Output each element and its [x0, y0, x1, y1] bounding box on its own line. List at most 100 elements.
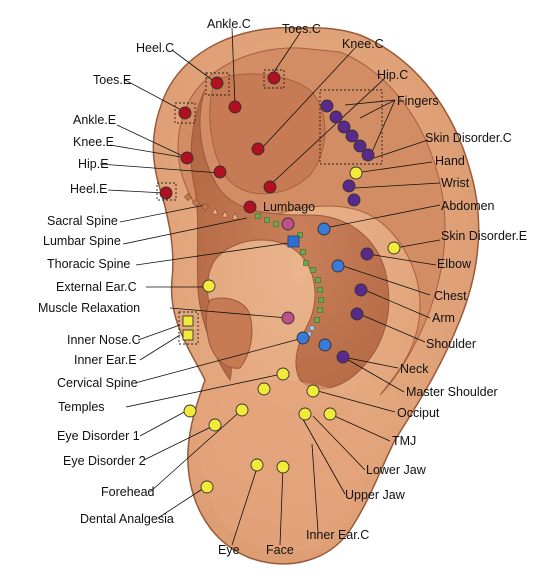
point-purple: [329, 110, 343, 124]
leader-line: [271, 32, 301, 76]
label-cervical-spine: Cervical Spine: [57, 376, 138, 390]
point-red: [159, 186, 173, 200]
label-lower-jaw: Lower Jaw: [366, 463, 426, 477]
point-yellow: [200, 480, 214, 494]
leader-line: [269, 77, 386, 186]
leader-line: [171, 49, 216, 83]
label-skin-disorder-e: Skin Disorder.E: [441, 229, 528, 243]
thoracic-marker: [300, 249, 306, 255]
dashed-box: [156, 182, 177, 201]
leader-line: [299, 413, 346, 495]
point-blue: [318, 338, 332, 352]
dashed-boxes: [156, 69, 383, 345]
point-purple: [353, 139, 367, 153]
thoracic-square-marker: [287, 235, 300, 248]
label-hand: Hand: [435, 154, 465, 168]
label-muscle-relaxation: Muscle Relaxation: [38, 301, 141, 315]
point-yellow: [349, 166, 363, 180]
leader-line: [149, 406, 246, 493]
label-heel-e: Heel.E: [70, 182, 108, 196]
leader-line: [367, 253, 437, 266]
leader-line: [342, 356, 399, 369]
lumbar-marker: [221, 210, 229, 218]
leader-line: [109, 144, 188, 159]
thoracic-marker: [317, 287, 323, 293]
leader-line: [157, 485, 208, 519]
leader-line: [344, 99, 396, 106]
point-purple: [345, 129, 359, 143]
thoracic-marker: [273, 221, 279, 227]
label-arm: Arm: [432, 311, 455, 325]
leader-line: [359, 287, 431, 319]
point-red: [180, 151, 194, 165]
label-wrist: Wrist: [441, 176, 470, 190]
thoracic-marker: [318, 297, 324, 303]
point-purple: [354, 283, 368, 297]
point-yellow: [183, 404, 197, 418]
label-eye-disorder-1: Eye Disorder 1: [57, 429, 140, 443]
point-yellow: [257, 382, 271, 396]
label-fingers: Fingers: [397, 94, 439, 108]
label-lumbar-spine: Lumbar Spine: [43, 234, 121, 248]
leader-line: [339, 264, 431, 296]
thoracic-marker: [315, 277, 321, 283]
point-red: [228, 100, 242, 114]
cervical-marker: [309, 325, 315, 331]
point-red: [210, 76, 224, 90]
leader-line: [134, 337, 304, 384]
thoracic-marker: [255, 213, 261, 219]
point-blue: [317, 222, 331, 236]
leader-line: [359, 99, 396, 119]
point-blue: [296, 331, 310, 345]
leader-line: [135, 241, 296, 266]
point-yellow: [276, 460, 290, 474]
leader-line: [169, 307, 289, 319]
label-external-ear-c: External Ear.C: [56, 280, 137, 294]
point-yellow: [235, 403, 249, 417]
label-inner-ear-c: Inner Ear.C: [306, 528, 370, 542]
point-yellow: [306, 384, 320, 398]
label-neck: Neck: [400, 362, 429, 376]
label-lumbago: Lumbago: [263, 200, 316, 214]
label-hip-c: Hip.C: [377, 68, 409, 82]
leader-line: [122, 217, 248, 245]
label-eye-disorder-2: Eye Disorder 2: [63, 454, 146, 468]
label-hip-e: Hip.E: [78, 157, 109, 171]
leader-line: [342, 356, 405, 393]
label-shoulder: Shoulder: [426, 337, 477, 351]
label-heel-c: Heel.C: [136, 41, 175, 55]
leader-line: [231, 464, 259, 546]
label-abdomen: Abdomen: [441, 199, 495, 213]
label-thoracic-spine: Thoracic Spine: [47, 257, 131, 271]
point-red: [213, 165, 227, 179]
leader-lines: [99, 27, 441, 546]
point-red: [263, 180, 277, 194]
point-purple: [361, 148, 375, 162]
label-elbow: Elbow: [437, 257, 472, 271]
label-eye: Eye: [218, 543, 240, 557]
point-purple: [320, 99, 334, 113]
label-sacral-spine: Sacral Spine: [47, 214, 118, 228]
leader-line: [139, 334, 181, 361]
dashed-box: [174, 102, 196, 124]
sacral-marker: [192, 199, 200, 207]
thoracic-marker: [314, 317, 320, 323]
point-purple: [337, 120, 351, 134]
label-master-shoulder: Master Shoulder: [406, 385, 498, 399]
ear-tragus: [205, 297, 253, 369]
leader-line: [313, 389, 396, 413]
point-blue: [331, 259, 345, 273]
label-skin-disorder-c: Skin Disorder.C: [425, 131, 512, 145]
leader-line: [329, 413, 391, 442]
leader-line: [356, 312, 426, 343]
thoracic-marker: [264, 217, 270, 223]
leader-line: [394, 239, 441, 249]
point-purple: [342, 179, 356, 193]
dashed-box: [205, 72, 230, 96]
label-ankle-e: Ankle.E: [73, 113, 117, 127]
leader-line: [367, 139, 429, 161]
lumbar-marker: [211, 207, 219, 215]
point-red: [267, 71, 281, 85]
